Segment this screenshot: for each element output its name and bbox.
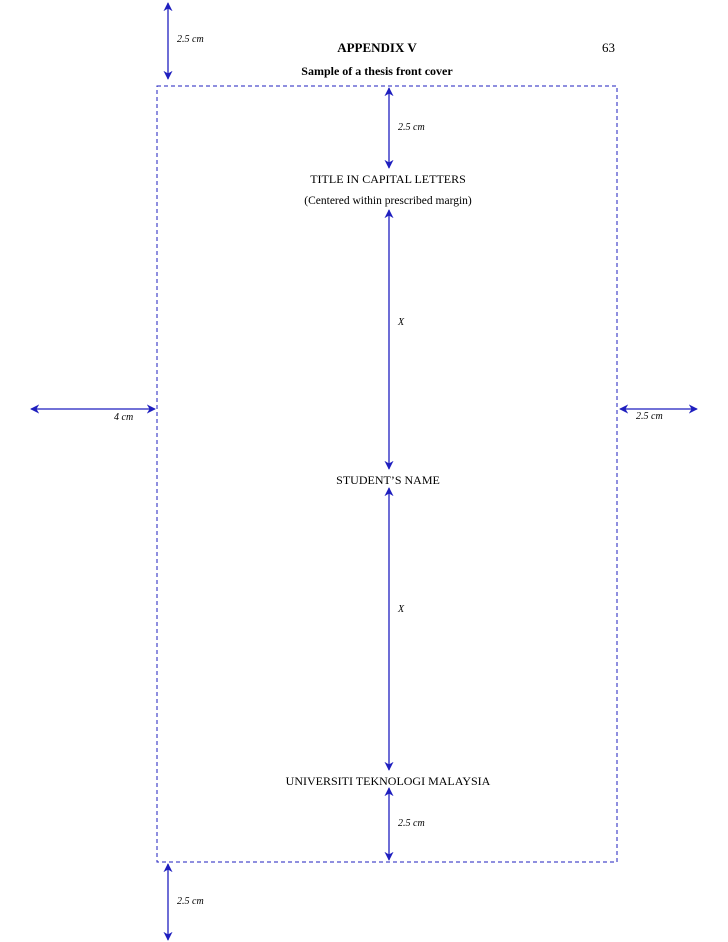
cover-title-note: (Centered within prescribed margin) (304, 195, 472, 207)
appendix-title: APPENDIX V (337, 40, 417, 55)
page-number: 63 (602, 40, 615, 55)
margin-frame (156, 85, 618, 863)
university-name: UNIVERSITI TEKNOLOGI MALAYSIA (285, 774, 491, 788)
label-bottom-inner: 2.5 cm (398, 818, 425, 829)
label-top-inner: 2.5 cm (398, 122, 425, 133)
label-gap-title-name: X (398, 317, 405, 328)
cover-title: TITLE IN CAPITAL LETTERS (310, 172, 466, 186)
page-subtitle: Sample of a thesis front cover (301, 64, 453, 78)
student-name: STUDENT’S NAME (336, 473, 440, 487)
label-gap-name-university: X (398, 604, 405, 615)
label-top-outer: 2.5 cm (177, 34, 204, 45)
label-left-margin: 4 cm (114, 412, 134, 423)
label-bottom-outer: 2.5 cm (177, 896, 204, 907)
label-right-margin: 2.5 cm (636, 411, 663, 422)
